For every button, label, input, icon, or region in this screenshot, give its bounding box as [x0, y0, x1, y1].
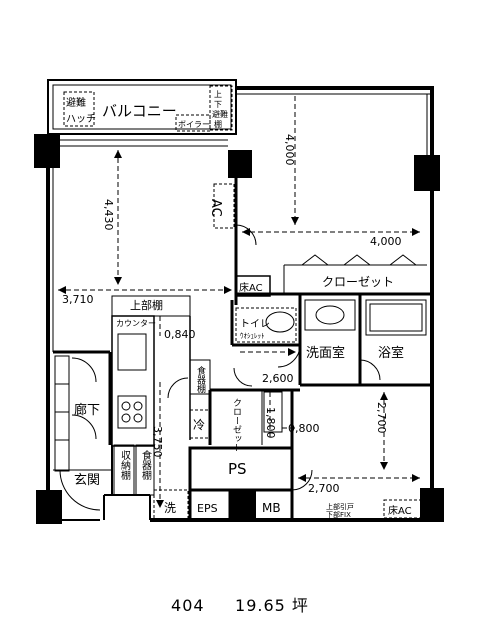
ps-label: PS — [228, 460, 247, 478]
dim-0800: 0,800 — [288, 422, 320, 435]
entrance-label: 玄関 — [74, 473, 100, 488]
dim-0840: 0,840 — [164, 328, 196, 341]
wash-basin — [315, 305, 345, 325]
floor-area: 19.65 坪 — [235, 596, 309, 615]
room-labels: バルコニー 避難 ハッチ 上 下 避難 棚 ボイラー AC クローゼット 床AC… — [66, 90, 412, 519]
storage-label: 収納棚 — [119, 450, 131, 481]
door-swings — [59, 224, 381, 511]
dim-4000-h: 4,000 — [370, 235, 402, 248]
dim-3750: 3,750 — [151, 426, 164, 458]
dim-2700-v: 2,700 — [375, 402, 388, 434]
floor-ac-label-2: 床AC — [388, 504, 412, 517]
toilet-label-2: ｳｵｼｭﾚｯﾄ — [240, 332, 265, 340]
upper-note-2: 下部FIX — [326, 510, 351, 519]
counter-label: カウンター — [116, 319, 156, 328]
ladder-label-4: 棚 — [214, 119, 222, 129]
laundry-label: 洗 — [164, 501, 176, 515]
dimension-arrows — [58, 150, 420, 508]
dim-2600: 2,600 — [262, 372, 294, 385]
unit-number: 404 — [171, 596, 205, 615]
closet-small-label: クローゼット — [231, 398, 242, 452]
ladder-label-1: 上 — [214, 90, 222, 99]
dim-1800: 1,800 — [264, 407, 277, 439]
dim-4430: 4,430 — [102, 199, 115, 231]
dim-2700-h: 2,700 — [308, 482, 340, 495]
walls — [46, 79, 434, 522]
toilet-bowl — [265, 311, 295, 333]
ac-label: AC — [208, 199, 223, 217]
dim-3710: 3,710 — [62, 293, 94, 306]
floor-ac-label-1: 床AC — [239, 281, 263, 294]
corridor-label: 廊下 — [74, 402, 100, 418]
ladder-label-2: 下 — [214, 100, 222, 109]
toilet-label-1: トイレ — [240, 319, 270, 330]
plan-caption: 404 19.65 坪 — [0, 592, 480, 616]
dimension-labels: 4,430 4,000 4,000 3,710 0,840 2,600 3,75… — [62, 134, 402, 495]
ladder-label-3: 避難 — [212, 109, 228, 119]
upper-shelf-label: 上部棚 — [130, 298, 163, 312]
dim-4000-v: 4,000 — [283, 134, 296, 166]
dashed-boxes — [63, 85, 297, 343]
escape-hatch-label-2: ハッチ — [66, 113, 96, 125]
balcony-label: バルコニー — [102, 102, 177, 120]
box-label: ボイラー — [178, 120, 210, 129]
upper-note-1: 上部引戸 — [326, 502, 354, 511]
escape-hatch-label-1: 避難 — [66, 96, 86, 109]
closet-main-label: クローゼット — [322, 275, 394, 289]
columns — [34, 134, 444, 524]
closet-marks — [301, 254, 417, 266]
mb-label: MB — [262, 501, 281, 515]
eps-label: EPS — [197, 502, 218, 515]
washroom-label: 洗面室 — [306, 345, 345, 361]
food-shelf-label: 食器棚 — [195, 365, 206, 394]
bath-label: 浴室 — [378, 345, 404, 361]
fridge-label: 冷 — [193, 418, 205, 432]
shoe-shelf-label: 食器棚 — [140, 449, 152, 481]
dimension-lines — [58, 96, 420, 508]
